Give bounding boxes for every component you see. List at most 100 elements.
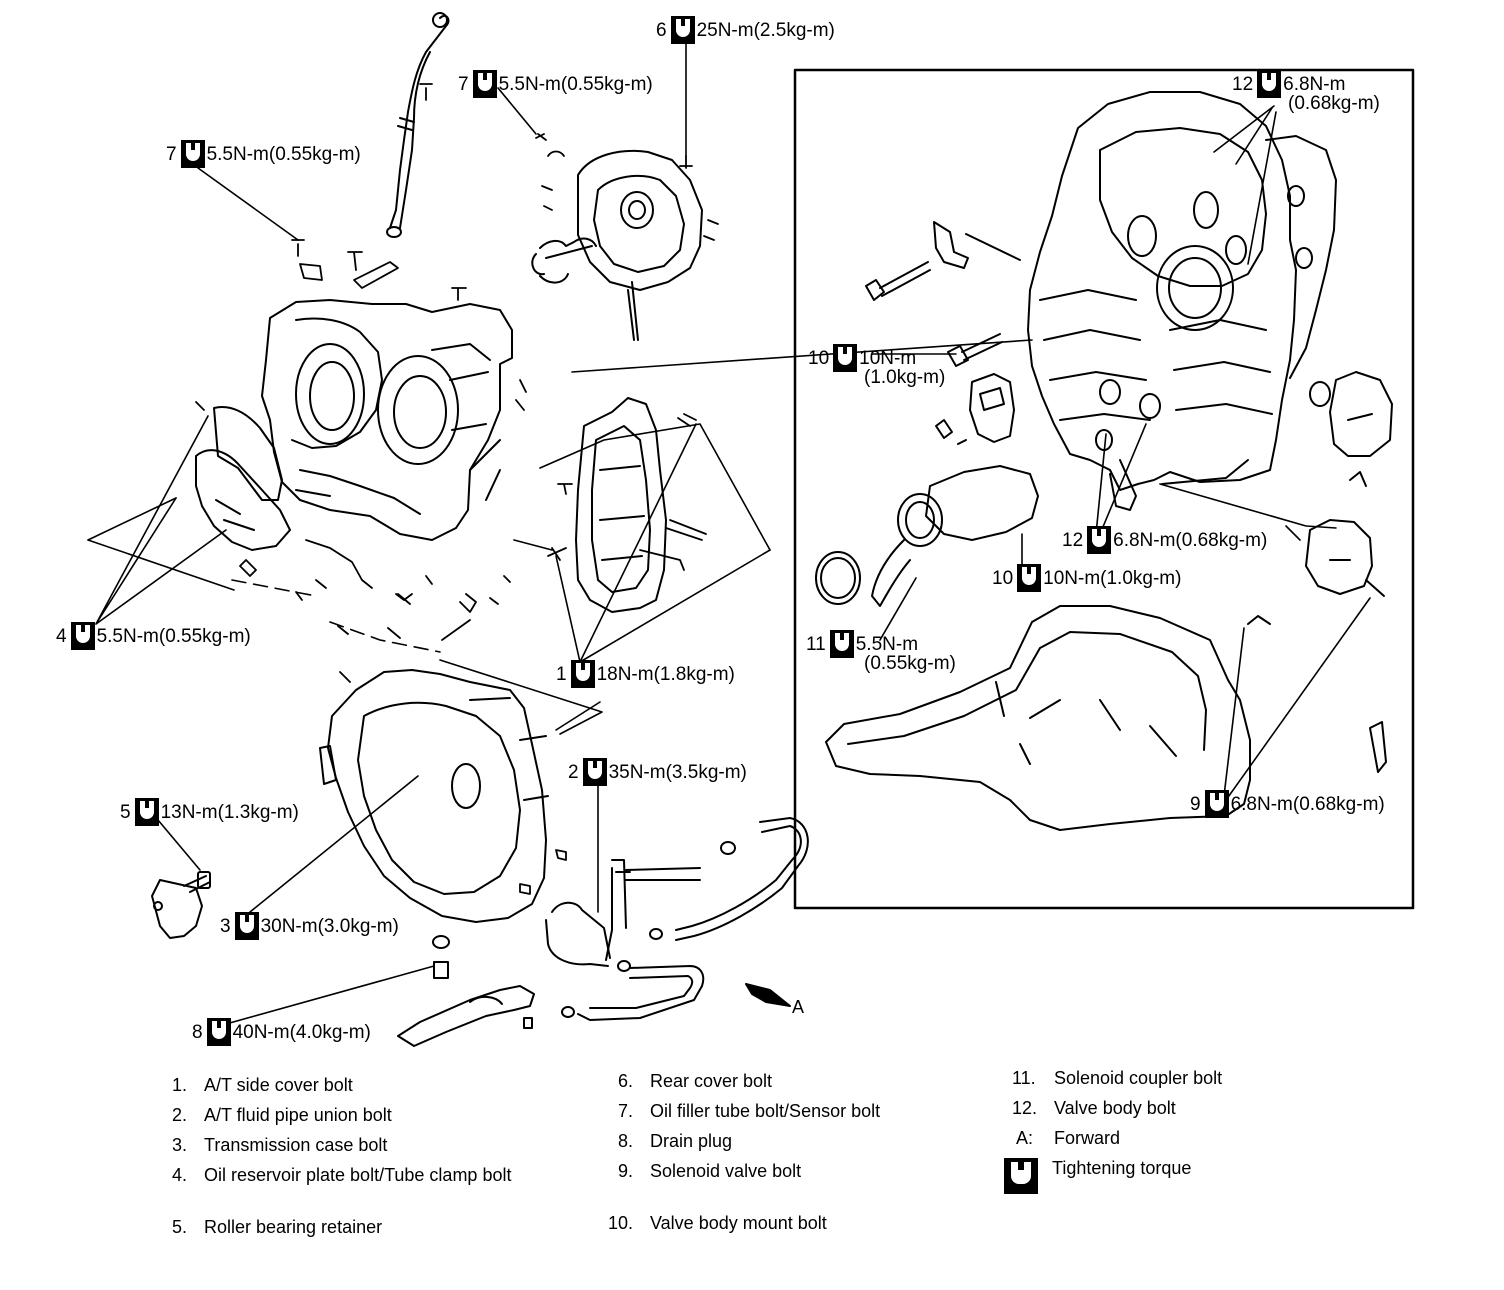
callout-number: 7 <box>458 73 469 95</box>
callout-number: 10 <box>808 347 830 369</box>
valve-body-detail-frame <box>793 68 1415 910</box>
legend-number: 4. <box>172 1165 188 1185</box>
bracket <box>397 935 535 1047</box>
legend-item: 9. Solenoid valve bolt <box>618 1161 801 1182</box>
tightening-torque-icon <box>1087 526 1112 554</box>
tightening-torque-icon <box>472 70 497 98</box>
callout-11: 11 5.5N-m (0.55kg-m) <box>806 630 956 673</box>
tightening-torque-icon <box>670 16 695 44</box>
tightening-torque-icon <box>582 758 607 786</box>
callout-number: 11 <box>806 633 826 655</box>
legend-item: 3.Transmission case bolt <box>172 1135 387 1156</box>
callout-6: 6 25N-m(2.5kg-m) <box>656 16 835 44</box>
legend-text: Solenoid valve bolt <box>650 1161 802 1181</box>
roller-bearing-retainer <box>151 871 211 939</box>
tightening-torque-icon <box>134 798 159 826</box>
legend-item: 12.Valve body bolt <box>1012 1098 1176 1119</box>
oil-strainer <box>825 605 1251 831</box>
callout-torque-line2: (0.55kg-m) <box>864 653 956 674</box>
tightening-torque-icon <box>70 622 95 650</box>
callout-5: 5 13N-m(1.3kg-m) <box>120 798 299 826</box>
legend-number: 3. <box>172 1135 188 1155</box>
legend-number: 10. <box>608 1213 634 1233</box>
leader-lines <box>87 43 1371 1025</box>
legend-text: Valve body bolt <box>1054 1098 1176 1118</box>
callout-3: 3 30N-m(3.0kg-m) <box>220 912 399 940</box>
callout-number: 2 <box>568 761 579 783</box>
callout-torque: 30N-m(3.0kg-m) <box>260 915 399 937</box>
callout-torque: 18N-m(1.8kg-m) <box>596 663 735 685</box>
callout-7-left: 7 5.5N-m(0.55kg-m) <box>166 140 361 168</box>
rear-cover <box>531 149 703 341</box>
callout-torque: 5.5N-m(0.55kg-m) <box>206 143 361 165</box>
callout-number: 10 <box>992 567 1014 589</box>
legend-item: 1. A/T side cover bolt <box>172 1075 353 1096</box>
solenoid-coupler-bracket <box>969 373 1015 443</box>
legend-number: 2. <box>172 1105 188 1125</box>
callout-torque: 5.5N-m(0.55kg-m) <box>498 73 653 95</box>
callout-10-upper: 10 10N-m (1.0kg-m) <box>808 344 945 387</box>
legend-item: 6.Rear cover bolt <box>618 1071 772 1092</box>
callout-torque: 10N-m <box>859 347 917 369</box>
callout-torque: 5.5N-m(0.55kg-m) <box>96 625 251 647</box>
legend-text: A/T side cover bolt <box>204 1075 353 1095</box>
converter-housing <box>319 669 549 923</box>
tightening-torque-icon <box>1257 70 1282 98</box>
tightening-torque-icon <box>206 1018 231 1046</box>
legend-item: 2.A/T fluid pipe union bolt <box>172 1105 392 1126</box>
at-side-cover <box>575 397 667 613</box>
callout-torque-line2: (1.0kg-m) <box>864 367 946 388</box>
legend-number: 8. <box>618 1131 634 1151</box>
callout-number: 7 <box>166 143 177 165</box>
callout-1: 1 18N-m(1.8kg-m) <box>556 660 735 688</box>
legend-number: 5. <box>172 1217 188 1237</box>
bolts <box>195 83 719 895</box>
callout-torque: 6.8N-m <box>1283 73 1346 95</box>
callout-torque-line2: (0.68kg-m) <box>1288 93 1380 114</box>
callout-torque: 13N-m(1.3kg-m) <box>160 801 299 823</box>
tightening-torque-icon <box>1004 1158 1038 1194</box>
valve-body <box>1027 91 1337 511</box>
callout-torque: 35N-m(3.5kg-m) <box>608 761 747 783</box>
legend-number: 1. <box>172 1075 188 1095</box>
callout-10-lower: 10 10N-m(1.0kg-m) <box>992 564 1181 592</box>
tightening-torque-icon <box>1017 564 1042 592</box>
legend-text: Valve body mount bolt <box>650 1213 827 1233</box>
callout-8: 8 40N-m(4.0kg-m) <box>192 1018 371 1046</box>
tightening-torque-icon <box>829 630 854 658</box>
legend-number: 9. <box>618 1161 634 1181</box>
legend-item: 5.Roller bearing retainer <box>172 1217 382 1238</box>
tightening-torque-icon <box>180 140 205 168</box>
callout-number: 1 <box>556 663 567 685</box>
callout-number: 5 <box>120 801 131 823</box>
callout-9: 9 6.8N-m(0.68kg-m) <box>1190 790 1385 818</box>
legend-item: 7.Oil filler tube bolt/Sensor bolt <box>618 1101 880 1122</box>
oil-pipes <box>545 817 809 1021</box>
legend-text: Rear cover bolt <box>650 1071 773 1091</box>
forward-arrow-icon <box>745 983 791 1007</box>
tightening-torque-icon <box>1204 790 1229 818</box>
legend-number: A: <box>1016 1128 1034 1148</box>
callout-number: 3 <box>220 915 231 937</box>
legend-text: Oil reservoir plate bolt/Tube clamp bolt <box>204 1165 512 1185</box>
solenoid-valve-right <box>1247 371 1393 773</box>
forward-label-text: A <box>792 997 805 1017</box>
legend-torque-item: Tightening torque <box>1004 1158 1191 1194</box>
tightening-torque-icon <box>234 912 259 940</box>
legend-number: 11. <box>1012 1068 1036 1088</box>
callout-4: 4 5.5N-m(0.55kg-m) <box>56 622 251 650</box>
callout-number: 9 <box>1190 793 1201 815</box>
callout-number: 6 <box>656 19 667 41</box>
legend-item: 4. Oil reservoir plate bolt/Tube clamp bo… <box>172 1165 511 1186</box>
legend-number: 7. <box>618 1101 634 1121</box>
legend-text: Forward <box>1054 1128 1121 1148</box>
callout-number: 12 <box>1232 73 1254 95</box>
callout-number: 8 <box>192 1021 203 1043</box>
callout-2: 2 35N-m(3.5kg-m) <box>568 758 747 786</box>
callout-7-upper: 7 5.5N-m(0.55kg-m) <box>458 70 653 98</box>
callout-torque: 10N-m(1.0kg-m) <box>1043 567 1182 589</box>
callout-torque: 25N-m(2.5kg-m) <box>696 19 835 41</box>
tightening-torque-icon <box>570 660 595 688</box>
forward-label: A <box>792 998 804 1016</box>
legend-item: 11.Solenoid coupler bolt <box>1012 1068 1222 1089</box>
